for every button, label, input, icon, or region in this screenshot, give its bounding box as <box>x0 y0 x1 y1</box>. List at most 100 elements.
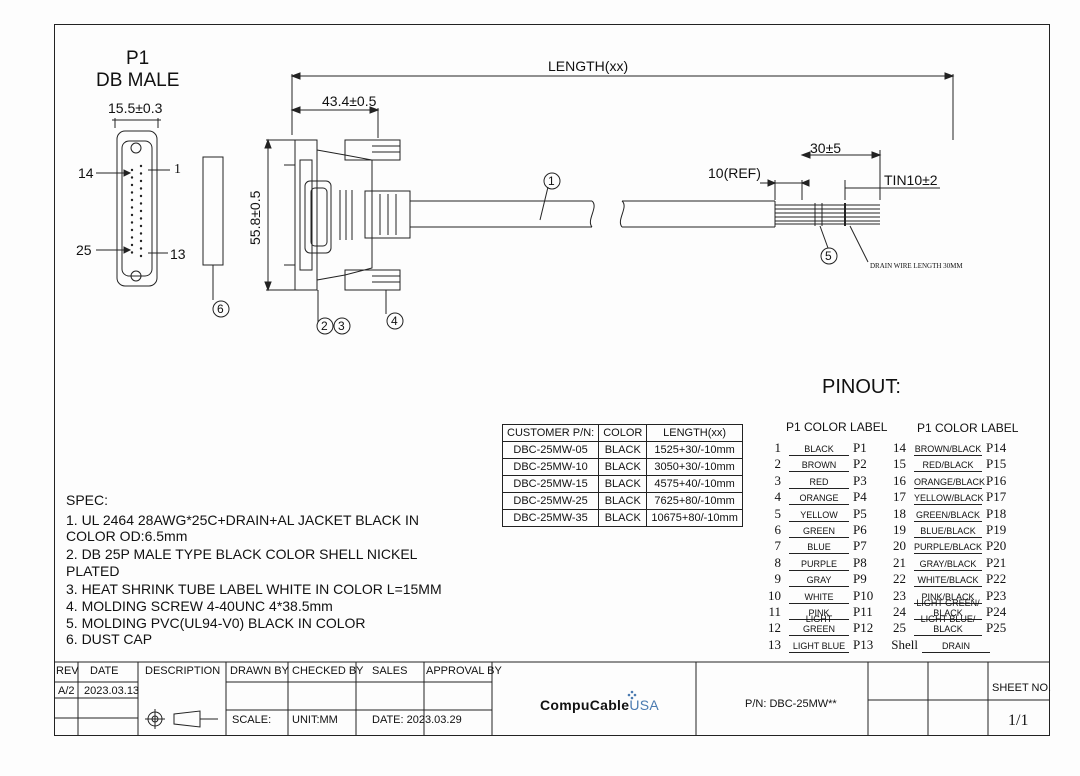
callout-4: 4 <box>391 314 398 328</box>
pin-number: 9 <box>774 571 782 587</box>
pin-label: P24 <box>986 604 1007 619</box>
pin-number: 22 <box>893 571 906 587</box>
wire-color: LIGHT BLUE/ BLACK <box>914 614 982 637</box>
wire-color: ORANGE <box>789 493 849 506</box>
tb-sheet-number: 1/1 <box>1008 712 1029 729</box>
pin-number: 1 <box>774 440 782 455</box>
wire-color: BROWN/BLACK <box>914 444 982 456</box>
dust-cap <box>202 156 224 266</box>
pin-label: P1 <box>853 440 867 455</box>
pin-label: P4 <box>853 489 867 505</box>
pin-number: 12 <box>768 620 781 636</box>
callout-1: 1 <box>548 174 555 188</box>
cell-length: 1525+30/-10mm <box>646 441 743 459</box>
connector-pin <box>139 217 143 220</box>
company-logo: CompuCableUSA <box>540 697 659 713</box>
connector-pin <box>139 202 143 205</box>
pinout-title: PINOUT: <box>822 376 901 398</box>
pinout-row: 19 BLUE/BLACK P19 <box>888 522 1006 538</box>
wire-color: YELLOW/BLACK <box>914 493 984 506</box>
wire-color: ORANGE/BLACK <box>914 476 986 489</box>
cell-color: BLACK <box>598 475 648 493</box>
tb-description-label: DESCRIPTION <box>145 665 221 677</box>
wire-color: LIGHT GREEN/ BLACK <box>914 598 982 620</box>
p1-title: P1 <box>126 48 150 69</box>
pin-number: 13 <box>768 636 781 652</box>
header-customer-pn: CUSTOMER P/N: <box>501 424 600 442</box>
wire-color: RED/BLACK <box>914 460 982 473</box>
pin-number: 7 <box>774 538 782 554</box>
pin-label: P22 <box>986 571 1007 587</box>
pin-number: 19 <box>893 522 906 537</box>
table-row: DBC-25MW-05 BLACK 1525+30/-10mm <box>501 441 743 459</box>
spec-line: 5. MOLDING PVC(UL94-V0) BLACK IN COLOR <box>66 615 366 631</box>
pin-label: P25 <box>986 620 1007 636</box>
pin-label: P10 <box>853 587 874 603</box>
pin-label: P19 <box>986 522 1007 537</box>
dim-length: LENGTH(xx) <box>548 58 629 74</box>
pin1-label: 1 <box>174 162 181 177</box>
wire-color: LIGHT BLUE <box>789 641 849 653</box>
connector-pin <box>130 168 134 172</box>
pin-label: P11 <box>853 604 873 619</box>
tb-drawn-label: DRAWN BY <box>230 665 289 677</box>
pinout-row: 23 PINK/BLACK P23 <box>888 588 1006 604</box>
wire-color: BLUE <box>789 542 849 555</box>
connector-pin <box>130 183 134 187</box>
pin-number: 25 <box>893 620 906 636</box>
wire-color: PINK/BLACK <box>914 592 982 604</box>
connector-pin <box>130 213 134 217</box>
dim-tin: TIN10±2 <box>884 172 938 188</box>
pinout-row: 24 LIGHT GREEN/ BLACK P24 <box>888 598 1007 620</box>
wire-color: GREEN/BLACK <box>914 509 982 522</box>
connector-pin <box>139 224 143 228</box>
pin-number: 23 <box>893 587 906 603</box>
logo-main: CompuCable <box>540 697 630 713</box>
pin-label: P23 <box>986 587 1007 603</box>
stripped-wires <box>775 203 880 226</box>
pinout-row: 4 ORANGE P4 <box>763 489 867 506</box>
drain-wire-note: DRAIN WIRE LENGTH 30MM <box>870 262 963 270</box>
table-header-row: CUSTOMER P/N: COLOR LENGTH(xx) <box>501 424 743 442</box>
callout-3: 3 <box>338 319 345 333</box>
pin-number: 24 <box>893 604 906 619</box>
wire-color: WHITE <box>789 592 849 604</box>
p1-subtitle: DB MALE <box>96 70 180 91</box>
pin-label: P2 <box>853 456 867 472</box>
pin-label: P9 <box>853 571 867 587</box>
cell-pn: DBC-25MW-10 <box>501 458 600 476</box>
spec-line: COLOR OD:6.5mm <box>66 528 188 544</box>
pin-number: 3 <box>774 472 782 488</box>
connector-pin <box>139 187 143 190</box>
spec-line: 3. HEAT SHRINK TUBE LABEL WHITE IN COLOR… <box>66 581 442 597</box>
pin-label: P21 <box>986 554 1007 570</box>
db25-pin-grid <box>130 164 143 258</box>
pin-number: 20 <box>893 538 906 554</box>
pin-label: P16 <box>986 472 1007 488</box>
spec-line: 4. MOLDING SCREW 4-40UNC 4*38.5mm <box>66 598 333 614</box>
connector-pin <box>139 247 143 250</box>
pin-number: 4 <box>774 489 782 505</box>
connector-pin <box>130 206 134 209</box>
connector-pin <box>139 209 143 213</box>
pinout-left-header: P1 COLOR LABEL <box>786 420 888 434</box>
cell-length: 10675+80/-10mm <box>646 509 743 527</box>
wire-color: BLUE/BLACK <box>914 526 982 538</box>
cell-color: BLACK <box>598 441 648 459</box>
tb-date-label: DATE <box>90 665 119 677</box>
dim-strip: 30±5 <box>810 140 842 156</box>
connector-pin <box>139 179 143 183</box>
cell-length: 7625+80/-10mm <box>646 492 743 510</box>
header-length: LENGTH(xx) <box>646 424 743 442</box>
